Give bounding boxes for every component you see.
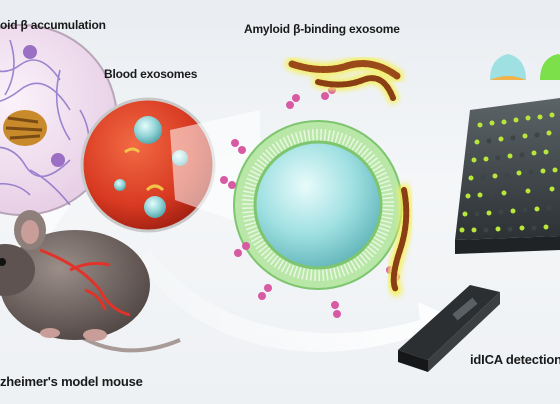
label-detection: idICA detection xyxy=(470,352,560,367)
chip-spot-grid xyxy=(459,112,558,233)
exosome-icon xyxy=(114,179,126,191)
detection-chip xyxy=(455,98,560,254)
detection-strip xyxy=(398,285,500,372)
label-binding-exosome: Amyloid β-binding exosome xyxy=(244,22,400,36)
label-amyloid-accumulation: oid β accumulation xyxy=(0,18,106,32)
exosome-icon xyxy=(144,196,166,218)
amyloid-binding-exosome xyxy=(220,57,413,318)
reagent-droplet-icon xyxy=(540,54,560,80)
mouse-illustration xyxy=(0,210,181,353)
label-blood-exosomes: Blood exosomes xyxy=(104,67,198,81)
amyloid-fibril-icon xyxy=(387,184,413,296)
label-model-mouse: zheimer's model mouse xyxy=(0,374,143,389)
amyloid-fibril-icon xyxy=(285,57,404,104)
mouse-eye-icon xyxy=(0,258,6,266)
amyloid-plaque-icon xyxy=(3,110,47,146)
reagent-droplet-icon xyxy=(490,54,526,80)
exosome-icon xyxy=(134,116,162,144)
blood-vessel-icon xyxy=(39,248,131,317)
flow-arrow xyxy=(140,250,468,352)
